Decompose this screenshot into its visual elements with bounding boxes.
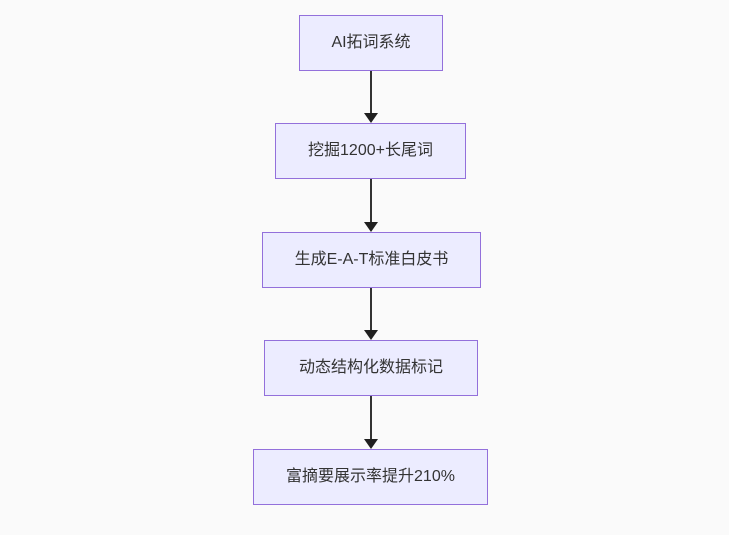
flow-arrow-1 <box>364 71 378 123</box>
node-label: 富摘要展示率提升210% <box>286 468 455 485</box>
arrow-head-icon <box>364 439 378 449</box>
flow-arrow-4 <box>364 396 378 449</box>
flowchart-node-step-5: 富摘要展示率提升210% <box>253 449 488 505</box>
arrow-head-icon <box>364 113 378 123</box>
arrow-head-icon <box>364 222 378 232</box>
flowchart-node-step-4: 动态结构化数据标记 <box>264 340 478 396</box>
node-label: 动态结构化数据标记 <box>298 359 443 376</box>
arrow-head-icon <box>364 330 378 340</box>
flowchart-node-step-3: 生成E-A-T标准白皮书 <box>262 232 481 288</box>
node-label: 挖掘1200+长尾词 <box>308 142 433 159</box>
node-label: AI拓词系统 <box>331 34 411 51</box>
arrow-line <box>370 179 372 224</box>
flow-arrow-3 <box>364 288 378 340</box>
flowchart-node-step-1: AI拓词系统 <box>299 15 443 71</box>
node-label: 生成E-A-T标准白皮书 <box>294 251 449 268</box>
flowchart-node-step-2: 挖掘1200+长尾词 <box>275 123 466 179</box>
flow-arrow-2 <box>364 179 378 232</box>
arrow-line <box>370 288 372 332</box>
arrow-line <box>370 71 372 115</box>
arrow-line <box>370 396 372 441</box>
